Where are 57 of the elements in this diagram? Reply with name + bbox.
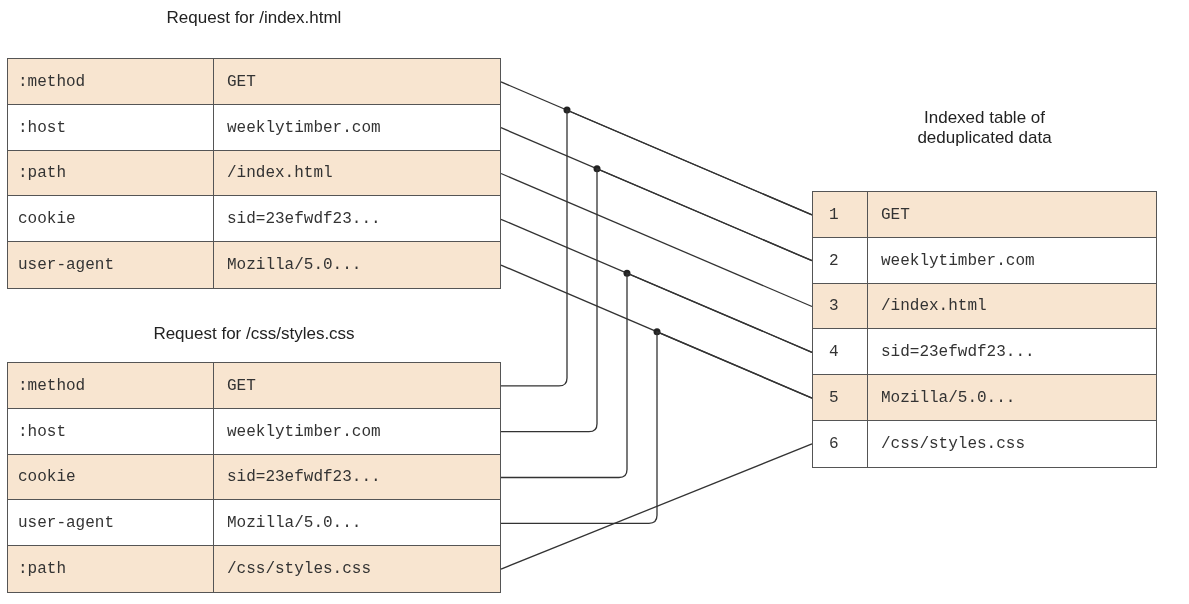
value-cell: /css/styles.css: [227, 560, 372, 579]
key-cell: 4: [829, 343, 839, 362]
key-cell: 6: [829, 434, 839, 453]
value-cell: GET: [227, 72, 256, 91]
table-row: [7, 103, 501, 152]
key-cell: user-agent: [18, 514, 114, 533]
table-row: [812, 328, 1157, 377]
value-cell: weeklytimber.com: [227, 422, 381, 441]
key-cell: user-agent: [18, 256, 114, 275]
connector-line: [500, 331, 813, 524]
value-cell: sid=23efwdf23...: [227, 468, 381, 487]
connector-line: [500, 168, 813, 433]
value-cell: /index.html: [227, 164, 333, 183]
value-cell: sid=23efwdf23...: [227, 210, 381, 229]
table-row: [812, 420, 1157, 468]
table-row: [7, 195, 501, 244]
table-row: [812, 191, 1157, 239]
table-row: [7, 362, 501, 410]
key-cell: 1: [829, 205, 839, 224]
table-row: [7, 499, 501, 548]
key-cell: 2: [829, 251, 839, 270]
table-row: [812, 236, 1157, 285]
table-title: Request for /css/styles.css: [153, 324, 355, 344]
key-cell: :method: [18, 376, 86, 395]
value-cell: /index.html: [881, 297, 987, 316]
connector-line: [500, 272, 813, 479]
value-cell: GET: [881, 205, 910, 224]
connector-line: [500, 172, 813, 308]
key-cell: :path: [18, 560, 66, 579]
table-row: [7, 149, 501, 198]
key-cell: :path: [18, 164, 66, 183]
table-title: Indexed table of deduplicated data: [916, 108, 1053, 148]
value-cell: weeklytimber.com: [881, 251, 1035, 270]
value-cell: sid=23efwdf23...: [881, 343, 1035, 362]
table-row: [7, 241, 501, 289]
table-row: [7, 545, 501, 593]
connector-line: [500, 109, 813, 387]
table-row: [7, 453, 501, 502]
key-cell: :host: [18, 118, 66, 137]
value-cell: weeklytimber.com: [227, 118, 381, 137]
table-row: [812, 374, 1157, 422]
value-cell: GET: [227, 376, 256, 395]
value-cell: /css/styles.css: [881, 434, 1026, 453]
key-cell: 5: [829, 389, 839, 408]
value-cell: Mozilla/5.0...: [227, 256, 362, 275]
connector-line: [500, 443, 813, 570]
table-row: [812, 282, 1157, 331]
value-cell: Mozilla/5.0...: [881, 389, 1016, 408]
key-cell: 3: [829, 297, 839, 316]
key-cell: cookie: [18, 468, 76, 487]
table-row: [7, 407, 501, 456]
key-cell: :method: [18, 72, 86, 91]
table-row: [7, 58, 501, 106]
key-cell: cookie: [18, 210, 76, 229]
value-cell: Mozilla/5.0...: [227, 514, 362, 533]
key-cell: :host: [18, 422, 66, 441]
table-title: Request for /index.html: [166, 8, 342, 28]
